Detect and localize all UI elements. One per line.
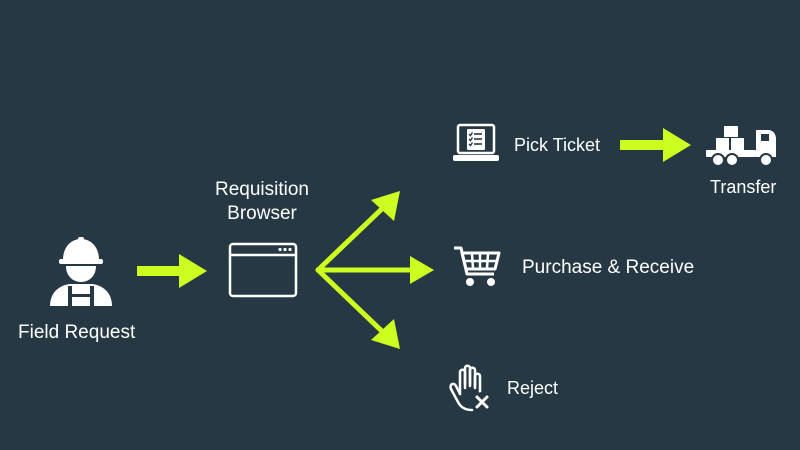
arrow-field-to-browser (137, 254, 207, 288)
hand-reject-icon (449, 364, 492, 412)
branch-arrow-up (315, 200, 391, 273)
branch-arrow-down (315, 267, 391, 340)
transfer-label: Transfer (710, 177, 777, 197)
worker-hardhat-icon (50, 237, 112, 306)
purchase-receive-label: Purchase & Receive (522, 257, 695, 278)
requisition-browser-label: Requisition Browser (196, 178, 328, 226)
field-request-label: Field Request (18, 322, 136, 343)
reject-label: Reject (507, 378, 559, 398)
pick-ticket-label: Pick Ticket (514, 135, 601, 155)
branch-arrows (315, 191, 434, 349)
shopping-cart-icon (454, 246, 501, 286)
requisition-browser-label-line2: Browser (227, 203, 297, 224)
browser-window-icon (228, 242, 298, 298)
laptop-checklist-icon (453, 123, 499, 161)
truck-icon (706, 126, 776, 167)
requisition-browser-label-line1: Requisition (215, 179, 309, 200)
arrow-pick-ticket-to-transfer (620, 128, 691, 162)
